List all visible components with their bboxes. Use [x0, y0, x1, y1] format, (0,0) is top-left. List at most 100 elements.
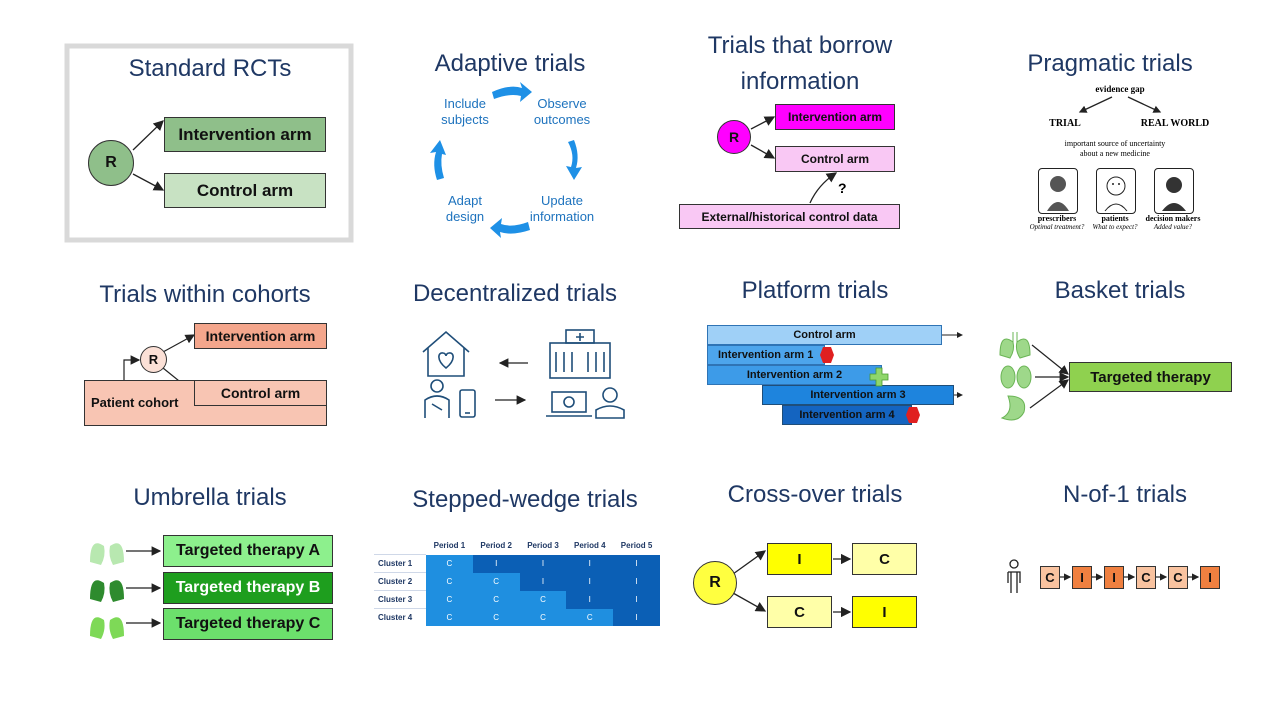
- home-heart-icon: [422, 330, 470, 377]
- cluster-label: Cluster 3: [374, 590, 426, 609]
- laptop-icon: [546, 391, 592, 417]
- table-cell: C: [472, 590, 520, 609]
- pragmatic-title: Pragmatic trials: [1027, 50, 1193, 77]
- adaptive-title: Adaptive trials: [434, 50, 586, 77]
- borrow-randomization-node: R: [717, 120, 751, 154]
- table-row: Cluster 3 C C C I I: [374, 590, 660, 609]
- basket-title: Basket trials: [1054, 277, 1186, 304]
- period-header: Period 1: [426, 537, 473, 555]
- rct-arrow-intervention: [132, 120, 164, 151]
- patients-question: What to expect?: [1092, 223, 1138, 231]
- table-cell: I: [566, 554, 614, 573]
- lungs-icon: [999, 332, 1031, 359]
- crossover-top-first: I: [767, 543, 832, 575]
- adaptive-cycle-arrows: [430, 82, 582, 238]
- period-header: Period 5: [613, 537, 660, 555]
- decision-makers-question: Added value?: [1153, 223, 1193, 231]
- crossover-bottom-second: I: [852, 596, 917, 628]
- platform-arm-1: Intervention arm 1: [707, 345, 825, 365]
- basket-therapy-box: Targeted therapy: [1069, 362, 1232, 392]
- nof1-step: I: [1104, 566, 1124, 589]
- doctor-icon: [595, 387, 625, 419]
- lungs-icon-c: [90, 610, 124, 639]
- period-header: Period 3: [519, 537, 567, 555]
- prescribers-question: Optimal treatment?: [1029, 223, 1085, 231]
- table-cell: C: [566, 608, 614, 626]
- rct-arrow-control: [132, 173, 165, 191]
- cohort-intervention-arm: Intervention arm: [194, 323, 327, 349]
- cluster-label: Cluster 1: [374, 554, 426, 573]
- standard-rcts-frame: [64, 43, 354, 243]
- borrow-external-data: External/historical control data: [679, 204, 900, 229]
- table-cell: C: [472, 572, 520, 591]
- table-cell: C: [426, 554, 473, 573]
- table-cell: C: [426, 608, 473, 626]
- cohort-control-arm: Control arm: [194, 380, 327, 406]
- adaptive-step-include: Include subjects: [441, 96, 489, 127]
- hospital-icon: [549, 329, 611, 379]
- patient-icon: [424, 379, 450, 418]
- pragmatic-real-world-label: REAL WORLD: [1140, 118, 1210, 129]
- table-cell: I: [613, 572, 660, 591]
- nof1-title: N-of-1 trials: [1062, 481, 1188, 508]
- prescribers-label: prescribers: [1037, 214, 1077, 223]
- umbrella-therapy-b: Targeted therapy B: [163, 572, 333, 604]
- cluster-label: Cluster 2: [374, 572, 426, 591]
- borrow-question-mark: ?: [838, 180, 847, 196]
- table-row: Cluster 2 C C I I I: [374, 572, 660, 591]
- umbrella-therapy-a: Targeted therapy A: [163, 535, 333, 567]
- period-header: Period 2: [472, 537, 520, 555]
- table-cell: I: [613, 608, 660, 626]
- adaptive-step-observe: Observe outcomes: [533, 96, 591, 127]
- kidneys-icon: [1000, 365, 1032, 389]
- stop-icon-arm4: [906, 407, 920, 423]
- umbrella-title: Umbrella trials: [133, 484, 287, 511]
- rct-randomization-node: R: [88, 140, 134, 186]
- table-cell: C: [426, 572, 473, 591]
- pragmatic-gap-label: evidence gap: [1095, 84, 1145, 94]
- plus-icon-arm2: [869, 367, 889, 387]
- table-cell: I: [519, 554, 567, 573]
- nof1-step: I: [1200, 566, 1220, 589]
- platform-title: Platform trials: [741, 277, 889, 304]
- umbrella-therapy-c: Targeted therapy C: [163, 608, 333, 640]
- smartphone-icon: [459, 389, 476, 418]
- crossover-randomization-node: R: [693, 561, 737, 605]
- borrow-control-arm: Control arm: [775, 146, 895, 172]
- table-cell: I: [613, 554, 660, 573]
- borrow-title: Trials that borrow information: [707, 32, 893, 95]
- person-icon: [1007, 559, 1021, 593]
- adaptive-step-update: Update information: [529, 193, 595, 224]
- platform-control-arm: Control arm: [707, 325, 942, 345]
- patients-label: patients: [1101, 214, 1129, 223]
- lungs-icon-b: [90, 573, 124, 602]
- standard-rcts-title: Standard RCTs: [128, 55, 292, 82]
- stepped-wedge-table: Period 1 Period 2 Period 3 Period 4 Peri…: [374, 537, 660, 626]
- cluster-label: Cluster 4: [374, 608, 426, 626]
- table-cell: I: [566, 572, 614, 591]
- table-cell: I: [519, 572, 567, 591]
- cohort-randomization-node: R: [140, 346, 167, 373]
- prescriber-icon: [1038, 168, 1078, 214]
- platform-arm-4: Intervention arm 4: [782, 405, 912, 425]
- rct-control-arm: Control arm: [164, 173, 326, 208]
- crossover-bottom-first: C: [767, 596, 832, 628]
- table-row: Cluster 4 C C C C I: [374, 608, 660, 626]
- decision-makers-label: decision makers: [1145, 214, 1201, 223]
- cohorts-title: Trials within cohorts: [99, 281, 311, 308]
- platform-arm-2: Intervention arm 2: [707, 365, 882, 385]
- stomach-icon: [1000, 395, 1026, 421]
- crossover-top-second: C: [852, 543, 917, 575]
- decision-maker-icon: [1154, 168, 1194, 214]
- nof1-step: C: [1040, 566, 1060, 589]
- pragmatic-note: important source of uncertainty about a …: [1064, 139, 1166, 158]
- stop-icon-arm1: [820, 347, 834, 363]
- nof1-step: C: [1136, 566, 1156, 589]
- lungs-icon-a: [90, 536, 124, 565]
- adaptive-step-adapt: Adapt design: [445, 193, 485, 224]
